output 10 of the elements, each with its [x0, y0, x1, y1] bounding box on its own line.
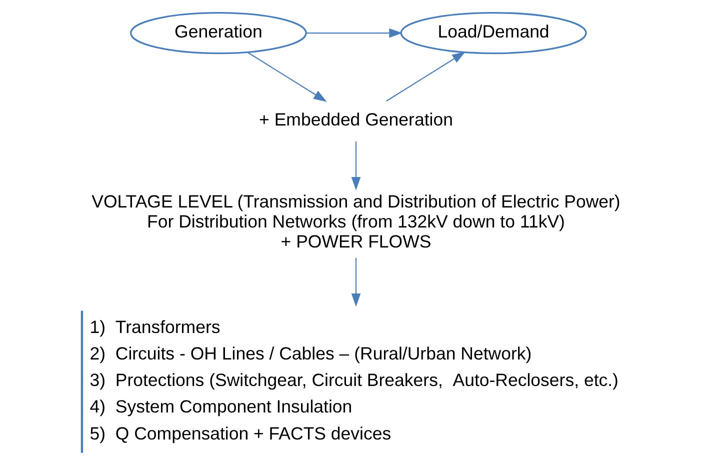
node-text: + Embedded Generation: [259, 109, 453, 130]
arrow: [351, 141, 361, 190]
node-text: 1) Transformers 2) Circuits - OH Lines / Cables – (Rural/Urban Network) 3) Protections (Switchgear, Circuit Breakers, Auto-Reclosers, etc.) 4) System Component Insulation 5) Q Compensation + FACTS devices: [90, 316, 618, 444]
arrow: [351, 258, 361, 307]
node-text: VOLTAGE LEVEL (Transmission and Distribution of Electric Power) For Distribution Networks (from 132kV down to 11kV) + POWER FLOWS: [92, 191, 620, 252]
node-ellipse: Generation: [130, 12, 307, 54]
node-ellipse: Load/Demand: [400, 12, 587, 54]
arrow: [247, 52, 327, 102]
arrow: [306, 28, 402, 38]
arrow: [386, 52, 466, 102]
